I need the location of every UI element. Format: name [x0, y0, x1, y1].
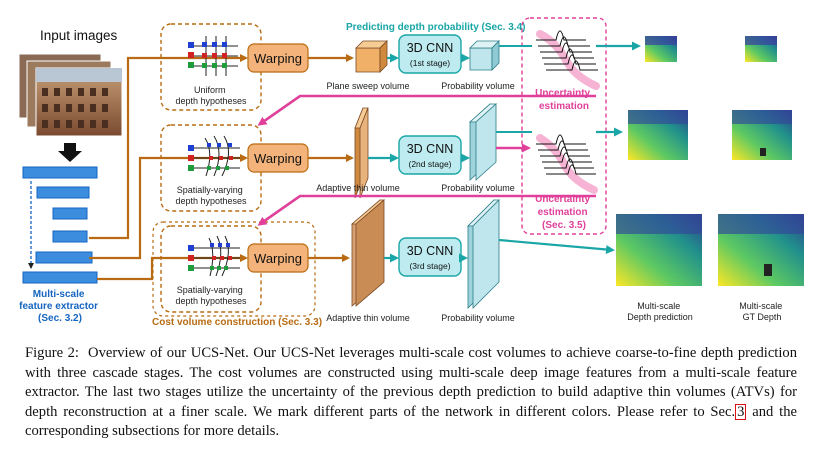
probability-curves-glyph-2 [536, 134, 598, 194]
svg-text:Warping: Warping [254, 51, 302, 66]
cost-volume-region [152, 221, 316, 317]
figure-caption: Figure 2: Overview of our UCS-Net. Our U… [25, 344, 797, 442]
probability-label-3: Probability volume [441, 313, 515, 323]
cnn-block-1: 3D CNN (1st stage) [398, 34, 462, 74]
ucsnet-overview-figure: Input images Multi-scale feature extract… [18, 17, 804, 328]
gt-depth-stage-3 [718, 214, 804, 286]
spatial-hypotheses-label-2: Spatially-varying depth hypotheses [175, 285, 247, 306]
down-arrow-icon [58, 143, 82, 162]
adaptive-thin-volume-1 [354, 107, 369, 199]
caption-label: Figure 2: [25, 345, 79, 361]
feature-extractor-bars [22, 166, 98, 284]
probability-volume-2 [468, 103, 498, 181]
uniform-hypotheses-label: Uniform depth hypotheses [175, 85, 247, 106]
warping-block-2: Warping [247, 143, 309, 173]
extractor-label: Multi-scale feature extractor (Sec. 3.2) [19, 289, 101, 324]
spatial-hypotheses-glyph-2 [188, 235, 240, 277]
spatial-hypotheses-glyph-1 [188, 135, 240, 177]
svg-text:Warping: Warping [254, 151, 302, 166]
svg-text:3D CNN: 3D CNN [407, 244, 454, 258]
adaptive-volume-label-2: Adaptive thin volume [326, 313, 410, 323]
cost-volume-label: Cost volume construction (Sec. 3.3) [152, 317, 322, 328]
gt-depth-stage-1 [745, 36, 777, 62]
probability-label-1: Probability volume [441, 81, 515, 91]
svg-text:(1st stage): (1st stage) [410, 58, 450, 68]
caption-text-end: and the corresponding subsections for mo… [25, 403, 797, 440]
svg-text:3D CNN: 3D CNN [407, 142, 454, 156]
multiscale-depth-label: Multi-scale Depth prediction [627, 301, 693, 322]
svg-text:Warping: Warping [254, 251, 302, 266]
gt-depth-label: Multi-scale GT Depth [739, 301, 785, 322]
probability-curves-glyph-1 [536, 30, 600, 90]
adaptive-volume-label-1: Adaptive thin volume [316, 183, 400, 193]
depth-prediction-stage-2 [628, 110, 688, 160]
uniform-hypotheses-glyph [188, 36, 238, 76]
section-reference-link[interactable]: 3 [735, 403, 747, 420]
warping-block-3: Warping [247, 243, 309, 273]
input-images-title: Input images [40, 28, 118, 43]
svg-text:3D CNN: 3D CNN [407, 41, 454, 55]
depth-prediction-stage-1 [645, 36, 677, 62]
input-image-stack [18, 53, 123, 137]
uncertainty-label-1: Uncertainty estimation [535, 88, 593, 112]
predicting-depth-label: Predicting depth probability (Sec. 3.4) [346, 22, 525, 33]
svg-text:(2nd stage): (2nd stage) [409, 159, 452, 169]
cnn-block-2: 3D CNN (2nd stage) [398, 135, 462, 175]
uncertainty-feedback-lines [257, 94, 596, 226]
caption-text: Overview of our UCS-Net. Our UCS-Net lev… [25, 345, 797, 420]
plane-sweep-volume [355, 40, 388, 73]
probability-volume-3 [467, 199, 500, 309]
probability-label-2: Probability volume [441, 183, 515, 193]
cnn-block-3: 3D CNN (3rd stage) [398, 237, 462, 277]
spatial-hypotheses-label-1: Spatially-varying depth hypotheses [175, 185, 247, 206]
warping-block-1: Warping [247, 43, 309, 73]
depth-prediction-stage-3 [616, 214, 702, 286]
probability-volume-1 [469, 40, 500, 71]
gt-depth-stage-2 [732, 110, 792, 160]
plane-sweep-label: Plane sweep volume [326, 81, 409, 91]
svg-text:(3rd stage): (3rd stage) [409, 261, 450, 271]
adaptive-thin-volume-2 [350, 199, 386, 307]
uncertainty-label-2: Uncertainty estimation (Sec. 3.5) [535, 194, 593, 231]
